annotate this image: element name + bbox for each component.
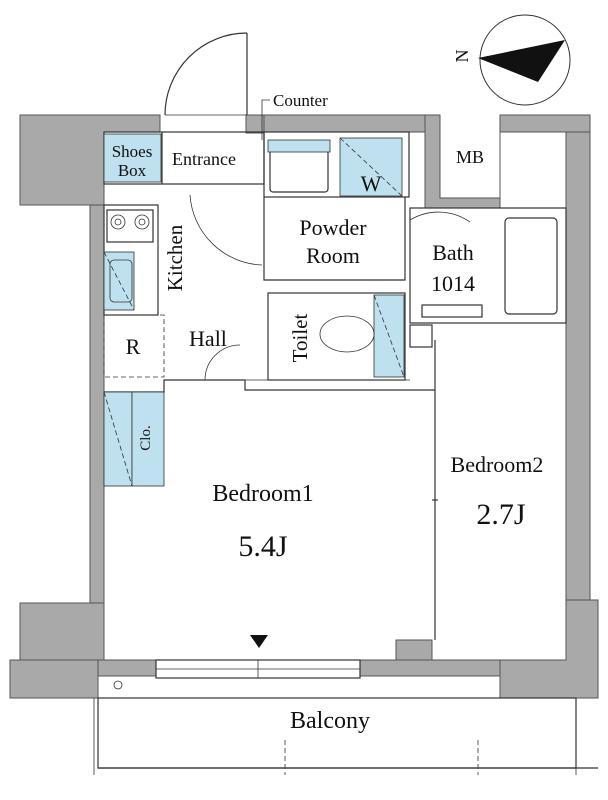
balcony-label: Balcony [290, 708, 370, 734]
labels: Counter Shoes Box Entrance MB W Powder R… [112, 91, 544, 734]
kitchen-label: Kitchen [163, 224, 187, 291]
top-wall-right [263, 114, 426, 133]
direction-marker [250, 635, 268, 648]
toilet-bowl [319, 315, 375, 353]
right-wall [565, 131, 591, 608]
bath-size-label: 1014 [431, 271, 475, 296]
left-wall-base [9, 659, 99, 699]
bottom-wall-right [359, 659, 501, 677]
toilet-label: Toilet [288, 313, 312, 362]
mb-wall [424, 114, 591, 209]
washer-label: W [361, 171, 382, 196]
left-wall-thin [89, 204, 105, 604]
structural-walls [9, 114, 599, 699]
bedroom1-label: Bedroom1 [212, 481, 313, 507]
left-wall-bottom [19, 602, 105, 661]
corner-column [395, 639, 433, 661]
right-wall-bottom [499, 599, 599, 699]
room-label: Room [306, 243, 360, 268]
bedroom2-size: 2.7J [476, 498, 526, 531]
compass: N [452, 14, 571, 106]
closet-label: Clo. [138, 425, 154, 450]
bottom-wall-left [97, 659, 157, 677]
counter-top [267, 139, 331, 153]
compass-ring [479, 14, 571, 106]
bedroom1-size: 5.4J [238, 530, 288, 563]
shoes-label: Shoes [112, 142, 153, 161]
bath-label: Bath [432, 240, 474, 265]
entrance-door-swing [164, 32, 248, 116]
refrigerator-label: R [126, 334, 141, 359]
fixtures [103, 133, 405, 487]
bedroom2-label: Bedroom2 [451, 452, 544, 477]
compass-label: N [452, 50, 472, 63]
mb-label: MB [456, 147, 484, 167]
shoes-box [103, 133, 162, 183]
entrance-label: Entrance [172, 149, 236, 169]
box-label: Box [118, 161, 147, 180]
hall-label: Hall [189, 326, 227, 351]
counter-leader [261, 99, 270, 140]
powder-label: Powder [299, 215, 367, 240]
closet-right [131, 391, 165, 487]
compass-arrow-icon [478, 40, 565, 82]
entrance-column [245, 114, 265, 134]
counter-label: Counter [273, 91, 328, 110]
